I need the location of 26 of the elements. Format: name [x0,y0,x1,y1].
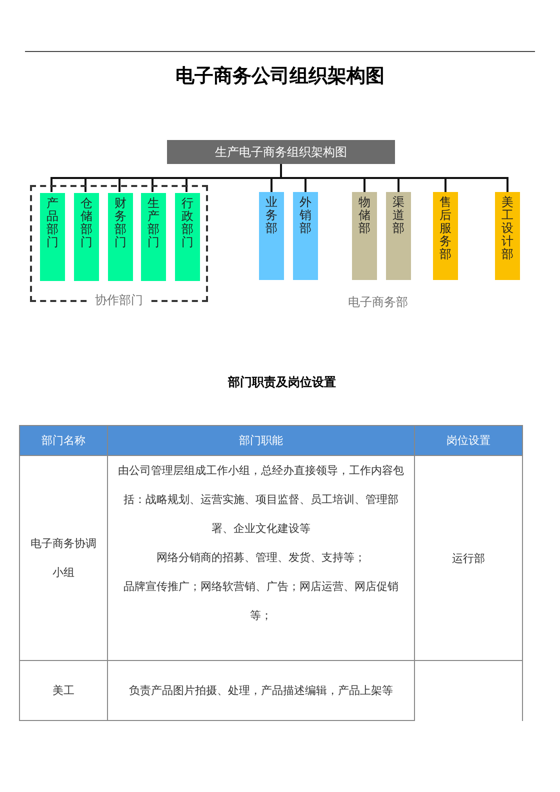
table-header-cell: 部门名称 [20,426,108,456]
cell-text: 由公司管理层组成工作小组，总经办直接领导，工作内容包括：战略规划、运营实施、项目监督、员工培训、管理部署、企业文化建设等 [117,463,406,537]
table-header-cell: 岗位设置 [414,426,522,456]
department-box: 渠道部 [386,192,411,280]
department-box: 物储部 [352,192,377,280]
department-box: 仓储部门 [74,193,99,281]
department-box: 美工设计部 [495,192,520,280]
org-chart-top-box: 生产电子商务组织架构图 [167,140,395,164]
department-box: 业务部 [259,192,284,280]
cell-text: 网络分销商的招募、管理、发货、支持等； [156,550,367,566]
department-box: 产品部门 [40,193,65,281]
group-label: 电子商务部 [348,294,408,311]
table-cell: 运行部 [414,456,522,660]
department-box: 售后服务部 [433,192,458,280]
department-box: 行政部门 [175,193,200,281]
table-cell: 负责产品图片拍摄、处理，产品描述编辑，产品上架等 [107,660,415,720]
department-box: 外销部 [293,192,318,280]
cell-text: 品牌宣传推广；网络软营销、广告；网店运营、网店促销等； [122,579,400,624]
table-header-cell: 部门职能 [107,426,415,456]
department-box: 财务部门 [108,193,133,281]
table-cell: 电子商务协调小组 [20,456,108,660]
table-heading: 部门职责及岗位设置 [228,374,336,391]
page-title: 电子商务公司组织架构图 [176,65,384,87]
department-box: 生产部门 [141,193,166,281]
table-cell: 美工 [20,660,108,720]
connector-line [280,164,508,192]
